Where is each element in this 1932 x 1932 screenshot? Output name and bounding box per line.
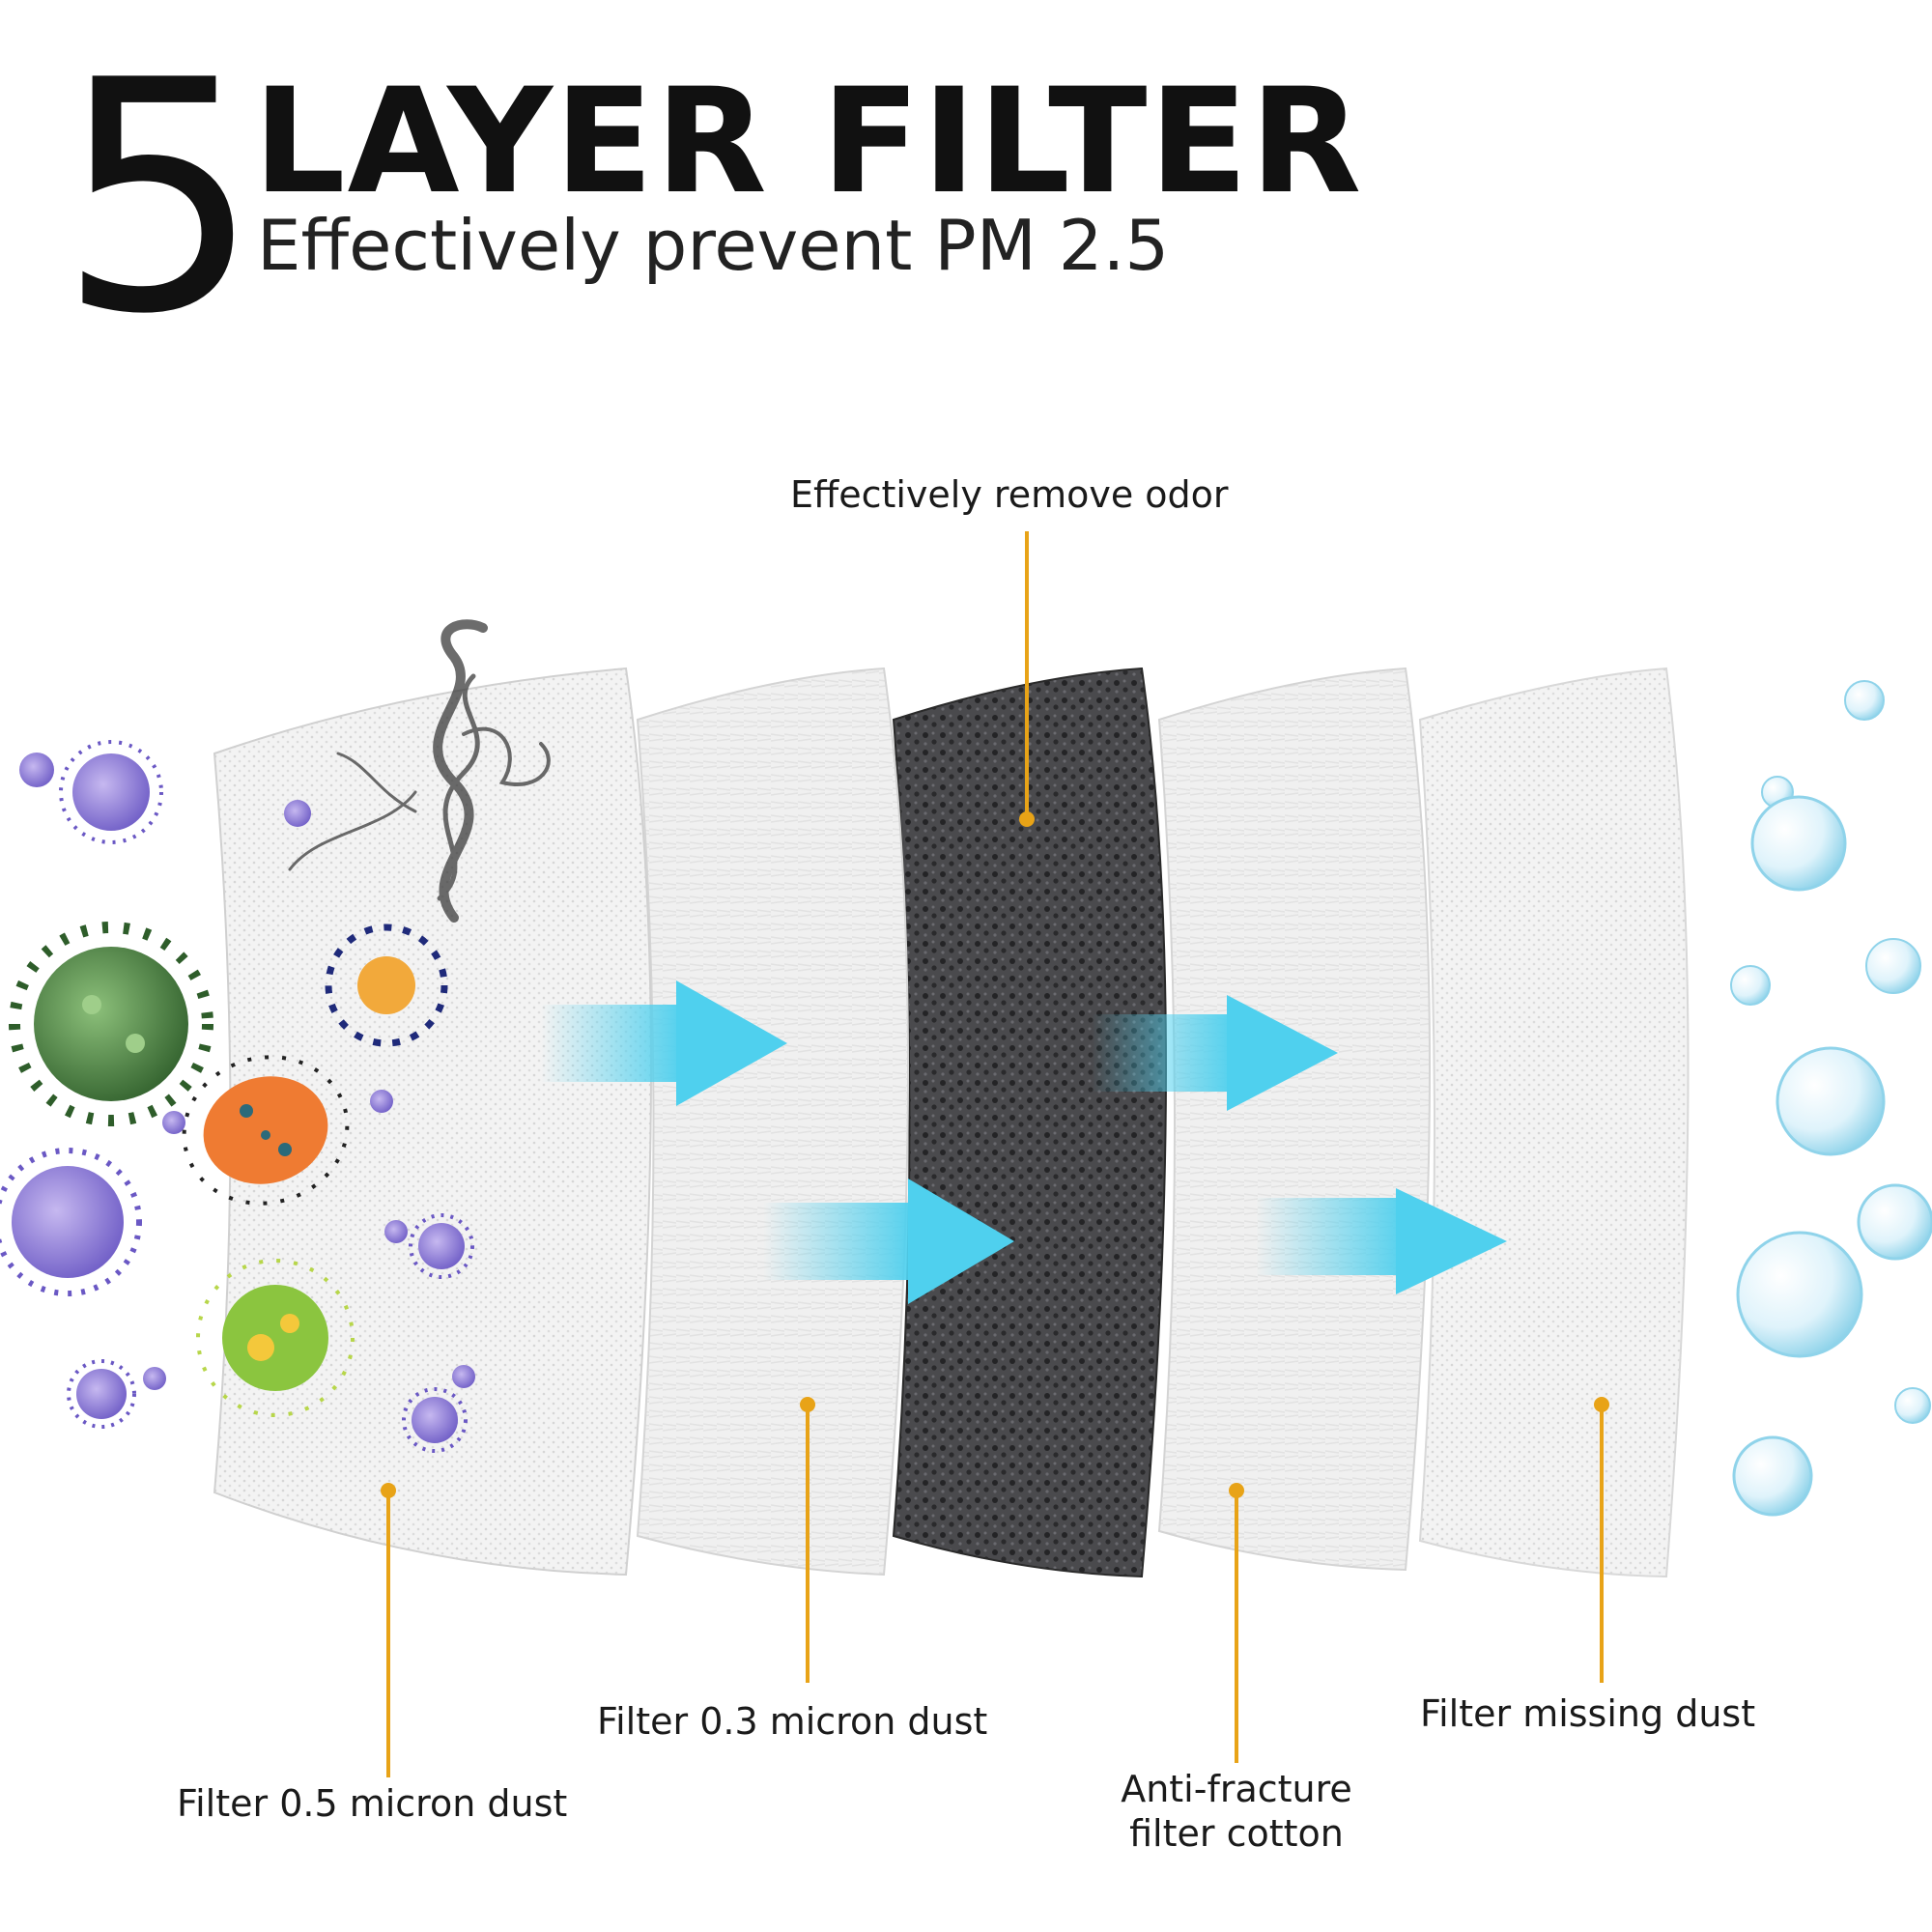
virus-icon	[143, 1367, 166, 1390]
layer-count-number: 5	[58, 13, 261, 384]
filter-sheet-2	[636, 667, 909, 1577]
label-anti-fracture-line-1: Anti-fracture	[1121, 1768, 1352, 1810]
bacteria-icon	[196, 1259, 355, 1417]
arrow-icon	[541, 980, 787, 1106]
arrow-icon	[1092, 995, 1338, 1111]
leader-line-layer-2	[800, 1397, 815, 1683]
label-filter-missing-dust: Filter missing dust	[1420, 1692, 1756, 1735]
page-subtitle: Effectively prevent PM 2.5	[257, 205, 1170, 286]
virus-icon	[67, 1359, 136, 1429]
bacteria-icon	[325, 923, 448, 1047]
bubble-icon	[1865, 938, 1921, 994]
virus-icon	[452, 1365, 475, 1388]
virus-icon	[9, 922, 213, 1126]
virus-icon	[0, 1148, 142, 1296]
virus-icon	[370, 1090, 393, 1113]
bubble-icon	[1732, 1435, 1813, 1517]
bubble-icon	[1730, 965, 1771, 1006]
label-filter-05-micron: Filter 0.5 micron dust	[177, 1782, 568, 1825]
bubble-icon	[1776, 1046, 1886, 1156]
bubble-icon	[1844, 680, 1885, 721]
filter-sheet-5	[1418, 667, 1690, 1578]
virus-icon	[162, 1111, 185, 1134]
bacteria-icon	[182, 1055, 350, 1206]
label-anti-fracture: Anti-fracture filter cotton	[1111, 1768, 1362, 1856]
leader-line-layer-4	[1229, 1483, 1244, 1763]
virus-icon	[402, 1387, 468, 1453]
bubble-icon	[1736, 1231, 1863, 1358]
virus-icon	[384, 1220, 408, 1243]
virus-icon	[59, 740, 163, 844]
label-remove-odor: Effectively remove odor	[790, 473, 1229, 516]
smoke-icon	[288, 619, 551, 923]
arrow-icon	[1256, 1188, 1507, 1294]
bubble-icon	[1894, 1387, 1931, 1424]
virus-icon	[409, 1213, 474, 1279]
bubble-icon	[1857, 1183, 1932, 1261]
label-anti-fracture-line-2: filter cotton	[1129, 1811, 1344, 1855]
label-filter-03-micron: Filter 0.3 micron dust	[597, 1700, 988, 1743]
leader-line-odor	[1019, 531, 1035, 827]
arrow-icon	[763, 1179, 1014, 1304]
leader-line-layer-1	[381, 1483, 396, 1777]
virus-icon	[284, 800, 311, 827]
leader-line-layer-5	[1594, 1397, 1609, 1683]
page-title: LAYER FILTER	[253, 58, 1364, 226]
bubble-icon	[1750, 795, 1847, 892]
filter-sheet-4	[1157, 667, 1431, 1572]
virus-icon	[19, 753, 54, 787]
filter-sheet-3-carbon	[892, 667, 1167, 1578]
